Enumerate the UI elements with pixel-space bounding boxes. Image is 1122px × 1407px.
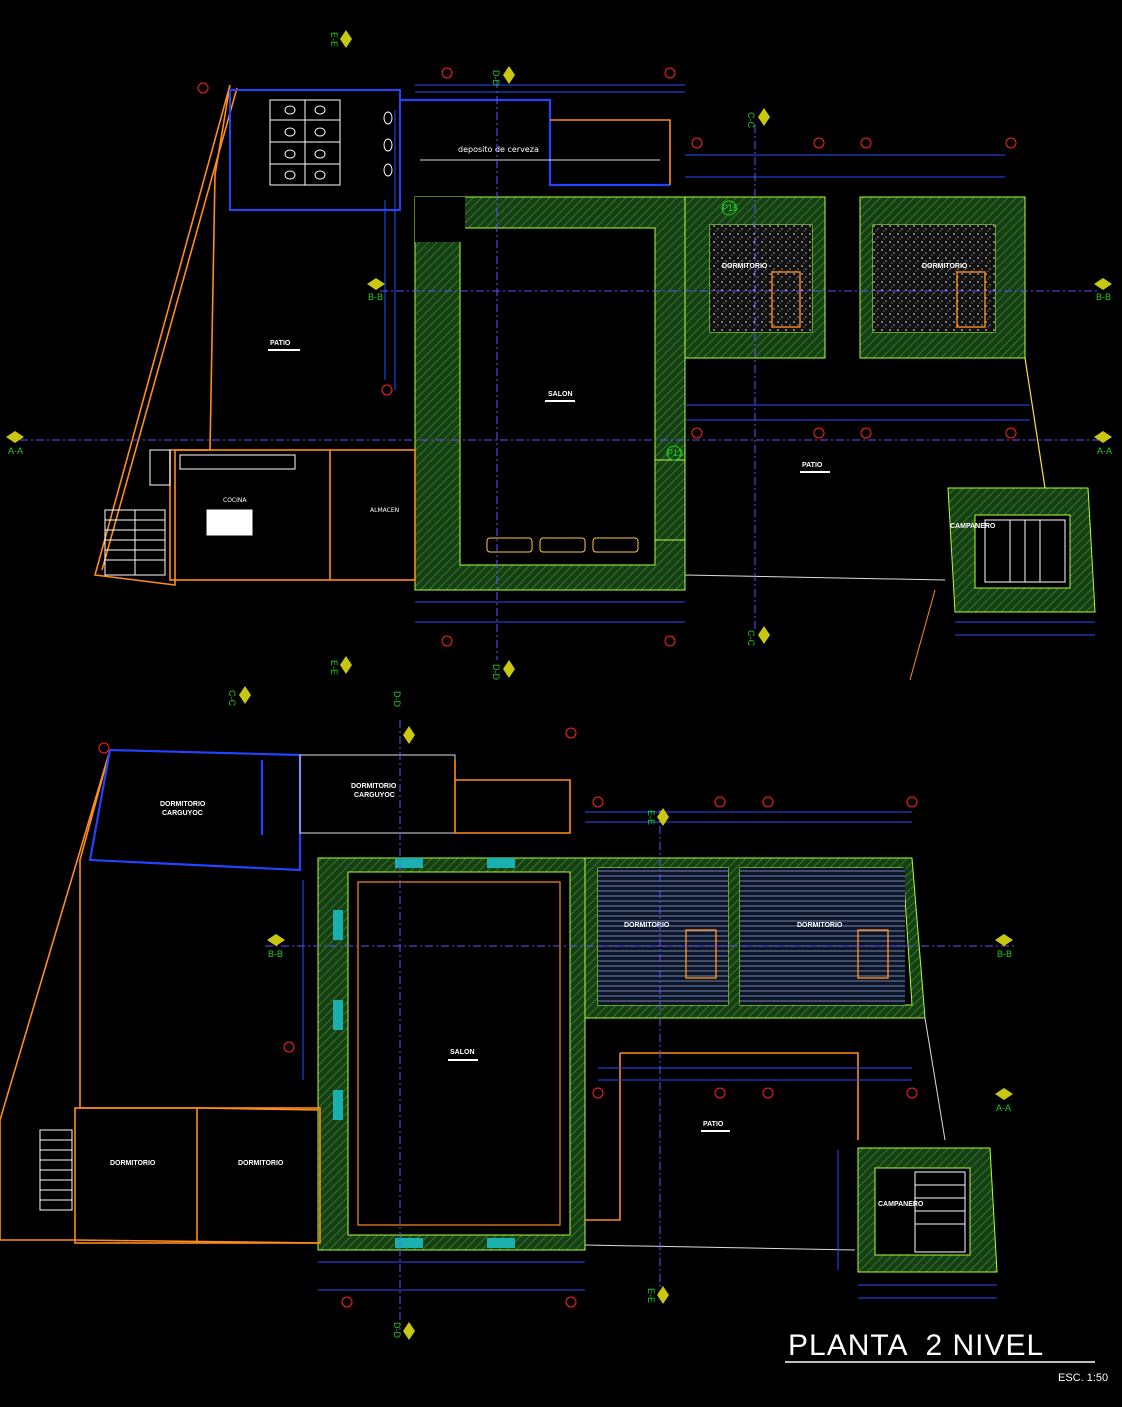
room-cocina-label: COCINA [223, 497, 247, 504]
deposito-walls [400, 98, 670, 187]
room-dormitorio-a-label: DORMITORIO [110, 1160, 156, 1167]
section-marker-bb-upper-left: B-B [367, 278, 385, 302]
upper-bathroom-block [229, 89, 401, 211]
title-block: PLANTA 2 NIVEL ESC. 1:50 [785, 1329, 1108, 1384]
svg-text:C-C: C-C [227, 690, 237, 706]
section-marker-bb-lower-left: B-B [267, 934, 285, 959]
section-marker-cc-lower: C-C [227, 686, 251, 706]
lower-site-boundary [0, 749, 321, 1244]
section-marker-bb-upper-right: B-B [1094, 278, 1112, 302]
section-marker-ee-top: E-E [329, 30, 352, 48]
section-marker-aa-right: A-A [1094, 431, 1112, 456]
room-patio-lower-label: PATIO [703, 1121, 724, 1128]
room-salon-label: SALON [548, 391, 573, 398]
svg-text:E-E: E-E [646, 1288, 656, 1303]
room-carguyoc-1-line1: DORMITORIO [160, 801, 206, 808]
room-dormitorio-c-label: DORMITORIO [624, 922, 670, 929]
section-marker-cc-bottom: C-C [746, 626, 770, 646]
room-deposito-label: deposito de cerveza [458, 145, 539, 154]
drawing-title: PLANTA 2 NIVEL [788, 1329, 1044, 1362]
section-markers: A-A A-A A-A B-B B-B B-B B-B C-C [6, 30, 1112, 1340]
svg-text:A-A: A-A [996, 1103, 1011, 1113]
svg-text:A-A: A-A [1097, 446, 1112, 456]
room-carguyoc-1-line2: CARGUYOC [162, 810, 203, 817]
lower-plan: DORMITORIO CARGUYOC DORMITORIO CARGUYOC … [0, 720, 1015, 1330]
room-patio-2-label: PATIO [802, 462, 823, 469]
door-p13-label: P13 [667, 448, 683, 458]
section-marker-dd-lower-top: D-D [392, 691, 415, 744]
section-marker-dd-lower-bottom: D-D [392, 1322, 415, 1340]
svg-text:B-B: B-B [368, 292, 383, 302]
svg-text:A-A: A-A [8, 446, 23, 456]
room-salon-lower-label: SALON [450, 1049, 475, 1056]
svg-text:E-E: E-E [329, 32, 339, 47]
upper-stair [104, 509, 166, 576]
room-dormitorio-2-label: DORMITORIO [922, 263, 968, 270]
svg-text:D-D: D-D [392, 1322, 402, 1338]
svg-text:E-E: E-E [646, 810, 656, 825]
svg-text:E-E: E-E [329, 660, 339, 675]
room-dormitorio-1-label: DORMITORIO [722, 263, 768, 270]
room-carguyoc-2-line1: DORMITORIO [351, 783, 397, 790]
room-patio-label: PATIO [270, 340, 291, 347]
toilet-fixtures [269, 99, 393, 186]
section-marker-dd-top: D-D [491, 66, 515, 86]
svg-text:D-D: D-D [491, 70, 501, 86]
upper-dimension-lines [384, 84, 1095, 636]
section-marker-bb-lower-right: B-B [995, 934, 1013, 959]
section-marker-cc-top: C-C [746, 108, 770, 128]
svg-text:B-B: B-B [268, 949, 283, 959]
room-carguyoc-2-line2: CARGUYOC [354, 792, 395, 799]
lower-campanero-walls [857, 1147, 998, 1273]
lower-stair [39, 1129, 73, 1211]
room-almacen-label: ALMACEN [370, 507, 399, 514]
svg-text:B-B: B-B [997, 949, 1012, 959]
upper-plan: deposito de cerveza SALON PATIO DORMITOR… [20, 67, 1100, 681]
section-marker-aa-left: A-A [6, 431, 24, 456]
section-marker-ee-lower-top: E-E [646, 808, 669, 826]
section-marker-aa-lower: A-A [995, 1088, 1013, 1113]
upper-campanero-walls [947, 487, 1096, 613]
section-marker-ee-lower-bottom: E-E [646, 1286, 669, 1304]
room-campanero-upper-label: CAMPANERO [950, 523, 996, 530]
salon-seating [486, 537, 639, 553]
svg-text:C-C: C-C [746, 112, 756, 128]
lower-dimension-lines [302, 811, 997, 1299]
svg-text:D-D: D-D [392, 691, 402, 707]
svg-text:D-D: D-D [491, 664, 501, 680]
room-dormitorio-d-label: DORMITORIO [797, 922, 843, 929]
section-marker-dd-mid: D-D [491, 660, 515, 680]
cocina-walls [169, 449, 416, 581]
room-dormitorio-b-label: DORMITORIO [238, 1160, 284, 1167]
section-marker-ee-mid: E-E [329, 656, 352, 675]
svg-text:B-B: B-B [1096, 292, 1111, 302]
carguyoc-walls [88, 748, 302, 872]
room-campanero-lower-label: CAMPANERO [878, 1201, 924, 1208]
drawing-scale: ESC. 1:50 [1058, 1372, 1108, 1384]
svg-text:C-C: C-C [746, 630, 756, 646]
door-p15-label: P15 [722, 203, 738, 213]
